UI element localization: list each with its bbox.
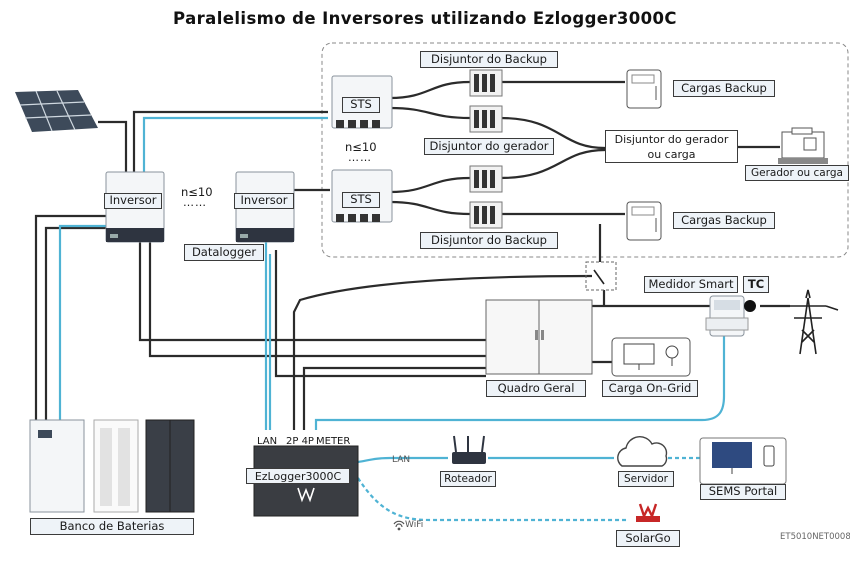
power-lines (34, 80, 790, 430)
solargo-label: SolarGo (616, 530, 680, 547)
backup-load-1-icon (626, 69, 662, 109)
smart-meter-icon (705, 295, 749, 337)
breaker-generator-1-icon (469, 105, 503, 133)
battery-cabinet-icon (29, 419, 85, 513)
solargo-icon (636, 503, 660, 522)
battery-rack-icon (93, 419, 139, 513)
smart-meter-label: Medidor Smart (644, 276, 738, 293)
main-panel-label: Quadro Geral (486, 380, 586, 397)
router-icon (452, 435, 486, 464)
inverter-count-dots: …… (183, 196, 207, 209)
generator-or-load-breaker-line2: ou carga (647, 147, 696, 161)
backup-breaker-2-label: Disjuntor do Backup (420, 232, 558, 249)
generator-icon (778, 127, 828, 164)
sts-2-label: STS (342, 192, 380, 208)
sems-portal-icon (699, 437, 787, 485)
grid-tower-icon (790, 289, 839, 355)
generator-breaker-label: Disjuntor do gerador (424, 138, 554, 155)
sems-portal-label: SEMS Portal (700, 484, 786, 500)
lan-port-label: LAN (257, 436, 278, 447)
backup-load-1-label: Cargas Backup (673, 80, 775, 97)
wifi-icon (393, 520, 405, 531)
inverter-count-label: n≤10 (181, 185, 213, 199)
generator-label: Gerador ou carga (745, 165, 849, 181)
breaker-backup-1-icon (469, 69, 503, 97)
generator-or-load-breaker-label: Disjuntor do gerador ou carga (605, 130, 738, 163)
backup-load-2-label: Cargas Backup (673, 212, 775, 229)
ports-2p-4p-label: 2P 4P (286, 436, 314, 447)
backup-breaker-1-label: Disjuntor do Backup (420, 51, 558, 68)
sts-1-label: STS (342, 97, 380, 113)
sts-count-dots: …… (348, 151, 372, 164)
ct-clamp-icon (744, 300, 756, 312)
lan-link-label: LAN (392, 455, 411, 465)
diagram-title: Paralelismo de Inversores utilizando Ezl… (173, 9, 677, 28)
inverter-2-label: Inversor (234, 193, 294, 209)
inverter-1-label: Inversor (104, 193, 162, 209)
cloud-server-icon (617, 436, 668, 467)
switch-icon (593, 269, 605, 285)
breaker-generator-2-icon (469, 165, 503, 193)
generator-or-load-breaker-line1: Disjuntor do gerador (614, 132, 729, 146)
server-label: Servidor (618, 471, 674, 487)
document-code: ET5010NET0008 (780, 532, 850, 542)
ezlogger-label: EzLogger3000C (246, 468, 350, 484)
comm-lines (58, 116, 726, 522)
backup-load-2-icon (626, 201, 662, 241)
solar-panel-icon (15, 90, 98, 132)
switch-box (585, 261, 617, 291)
battery-bank-label: Banco de Baterias (30, 518, 194, 535)
sts-count-label: n≤10 (345, 140, 377, 154)
router-label: Roteador (440, 471, 496, 487)
meter-port-label: METER (316, 436, 351, 447)
on-grid-load-label: Carga On-Grid (602, 380, 698, 397)
wifi-link-label: WiFi (405, 520, 424, 530)
quadro-geral-icon (485, 299, 593, 375)
battery-container-icon (145, 419, 195, 513)
datalogger-label: Datalogger (184, 244, 264, 261)
backup-area-border (321, 42, 849, 258)
breaker-backup-2-icon (469, 201, 503, 229)
on-grid-load-icon (611, 337, 691, 377)
ct-label: TC (743, 276, 769, 293)
